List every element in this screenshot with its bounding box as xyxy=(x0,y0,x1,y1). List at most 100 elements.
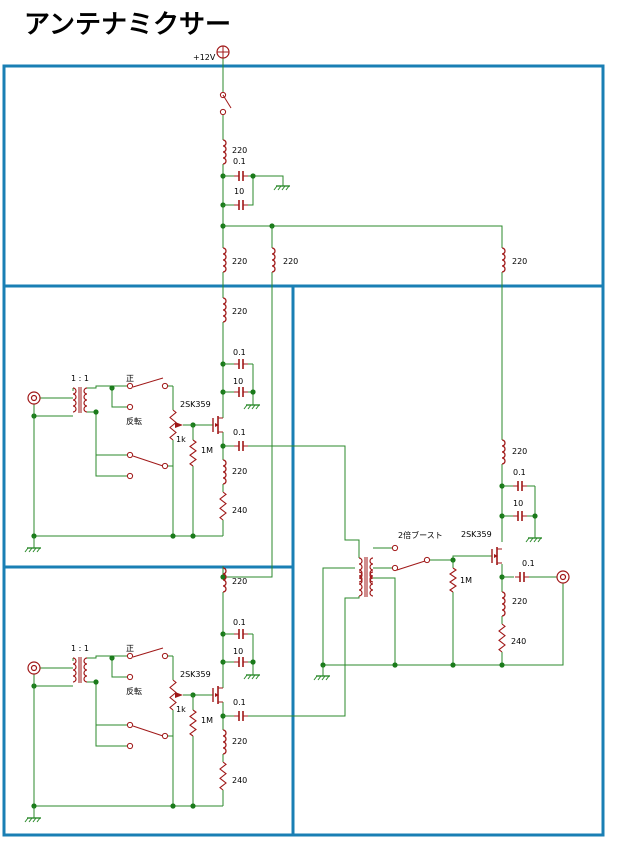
ground-hatch xyxy=(36,547,41,553)
switch-contact xyxy=(391,544,399,552)
inductor-label: 220 xyxy=(232,737,247,746)
junction-dot xyxy=(190,803,196,809)
fet-label: 2SK359 xyxy=(180,670,211,679)
capacitor-label: 0.1 xyxy=(522,559,535,568)
inductor-label: 220 xyxy=(232,307,247,316)
resistor xyxy=(219,761,227,791)
wires xyxy=(31,58,564,814)
junction-dot xyxy=(220,574,226,580)
wire xyxy=(373,577,396,665)
junction-dot xyxy=(170,533,176,539)
supply-label: +12V xyxy=(193,53,216,62)
switch-contact xyxy=(126,472,134,480)
inductor-label: 220 xyxy=(512,447,527,456)
switch-lever xyxy=(132,725,164,737)
transformer-coils xyxy=(72,387,88,413)
wire xyxy=(222,272,273,578)
inductor xyxy=(222,729,227,755)
switch-contact xyxy=(126,721,134,729)
ground-hatch xyxy=(32,547,37,553)
switch-label-rev: 反転 xyxy=(126,416,142,426)
resistor-label: 240 xyxy=(232,776,247,785)
section-box xyxy=(2,64,605,288)
ground-hatch xyxy=(247,674,252,680)
wire xyxy=(272,597,355,717)
wire xyxy=(87,385,127,389)
ground-hatch xyxy=(533,537,538,543)
switch-contact xyxy=(126,403,134,411)
switch-lever xyxy=(396,560,426,571)
switch-label-pos: 正 xyxy=(126,644,134,653)
junction-dot xyxy=(93,679,99,685)
ground-hatch xyxy=(24,817,29,823)
switch-lever xyxy=(132,377,164,388)
wire xyxy=(247,364,254,405)
wire xyxy=(223,225,503,248)
ground-hatch xyxy=(247,404,252,410)
switch-contact xyxy=(126,382,134,390)
switch-contact xyxy=(126,451,134,459)
junction-dot xyxy=(250,389,256,395)
resistor xyxy=(189,709,197,737)
inductor xyxy=(271,247,276,273)
ground-hatch xyxy=(32,817,37,823)
ground-hatch xyxy=(255,674,260,680)
inductor-label: 220 xyxy=(283,257,298,266)
inductor xyxy=(222,459,227,485)
inductor-label: 220 xyxy=(232,577,247,586)
inductor xyxy=(222,139,227,165)
junction-dot xyxy=(93,409,99,415)
ground-hatch xyxy=(529,537,534,543)
pot-wiper-arrow xyxy=(175,422,183,428)
switch-contact xyxy=(161,732,169,740)
ground-hatch xyxy=(28,547,33,553)
fet-label: 2SK359 xyxy=(180,400,211,409)
capacitor-label: 0.1 xyxy=(233,618,246,627)
wire xyxy=(430,555,492,561)
wire xyxy=(247,634,254,675)
ground-hatch xyxy=(285,185,290,191)
wire xyxy=(272,445,355,541)
ground-hatch xyxy=(243,674,248,680)
inductor xyxy=(501,591,506,617)
switch-contact xyxy=(423,556,431,564)
inductor-label: 220 xyxy=(512,257,527,266)
ground-hatch xyxy=(273,185,278,191)
inductor xyxy=(501,439,506,465)
capacitor-label: 10 xyxy=(233,647,243,656)
wire xyxy=(322,567,355,665)
inductor-label: 220 xyxy=(232,467,247,476)
ground-hatch xyxy=(36,817,41,823)
switch-contact xyxy=(391,564,399,572)
resistor-label: 240 xyxy=(232,506,247,515)
pot-label: 1k xyxy=(176,705,186,714)
junction-dot xyxy=(450,662,456,668)
junction-dot xyxy=(170,803,176,809)
ground-hatch xyxy=(325,675,330,681)
fet-arrow xyxy=(215,423,219,427)
switch-contact xyxy=(126,652,134,660)
resistor xyxy=(449,567,457,593)
ground-hatch xyxy=(281,185,286,191)
switch-label-pos: 正 xyxy=(126,374,134,383)
capacitor-label: 10 xyxy=(234,187,244,196)
resistor xyxy=(219,491,227,521)
inductor-label: 220 xyxy=(232,257,247,266)
inductor-label: 220 xyxy=(232,146,247,155)
transformer-coils xyxy=(358,571,374,597)
junction-dot xyxy=(499,662,505,668)
pot-label: 1k xyxy=(176,435,186,444)
ground-hatch xyxy=(255,404,260,410)
capacitor-label: 10 xyxy=(233,377,243,386)
fet-label: 2SK359 xyxy=(461,530,492,539)
switch-contact xyxy=(126,673,134,681)
transformer-coils xyxy=(72,657,88,683)
components xyxy=(24,45,570,823)
ground-hatch xyxy=(24,547,29,553)
section-boxes xyxy=(2,64,605,837)
fet-arrow xyxy=(494,554,498,558)
wire xyxy=(247,175,284,206)
switch-contact xyxy=(161,652,169,660)
switch-lever xyxy=(222,94,232,109)
